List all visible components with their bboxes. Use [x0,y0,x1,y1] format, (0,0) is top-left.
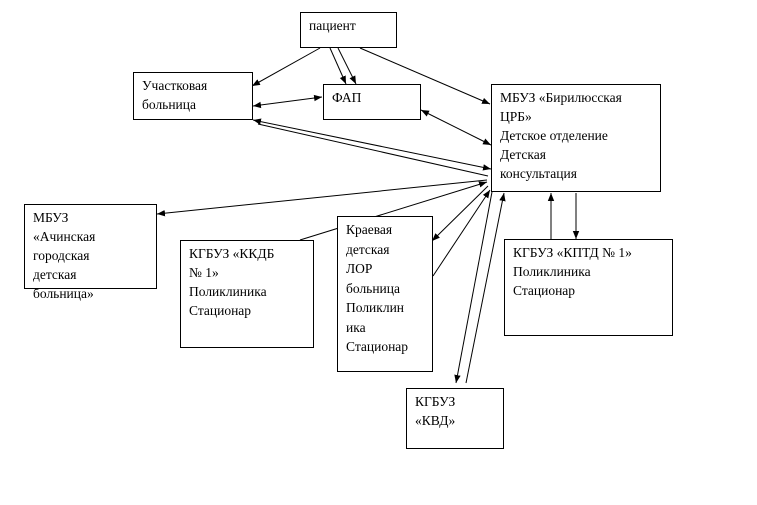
arrow-mbuz-to-lor [431,185,489,242]
node-line: «КВД» [415,413,456,428]
node-line: городская [33,248,90,263]
node-line: МБУЗ «Бирилюсская [500,90,622,105]
node-line: ЦРБ» [500,109,532,124]
node-line: Стационар [189,303,252,318]
node-fap: ФАП [323,84,421,120]
node-line: Детская [500,147,546,162]
node-kgbuz-kvd: КГБУЗ «КВД» [406,388,504,449]
node-line: Поликлин [346,300,405,315]
node-line: Участковая [142,78,208,93]
node-line: больница [346,280,400,296]
arrow-patient-to-fap [337,47,357,85]
node-line: Детское отделение [500,128,608,143]
node-kraevaya-lor-bolnitsa: Краевая детская ЛОР больница Поликлин ик… [337,216,433,372]
node-mbuz-achinskaya: МБУЗ «Ачинская городская детская больниц… [24,204,157,301]
arrow-lor-to-mbuz [432,189,491,277]
node-line: КГБУЗ «ККДБ [189,246,275,261]
arrow-fap-mbuz [420,109,492,146]
node-line: Краевая [346,222,393,237]
node-line: Стационар [346,339,409,354]
node-line: пациент [309,18,356,33]
arrow-kvd-to-mbuz [465,192,506,384]
arrow-patient-to-mbuz [359,47,491,105]
arrow-patient-to-uchastkovaya [251,47,321,87]
arrow-mbuz-to-kvd [454,191,493,384]
node-mbuz-birilyusskaya-crb: МБУЗ «Бирилюсская ЦРБ» Детское отделение… [491,84,661,192]
node-line: больница» [33,286,94,301]
arrow-kkdb-to-mbuz [299,181,488,241]
node-line: Стационар [513,283,576,298]
node-line: ФАП [332,90,362,105]
node-line: «Ачинская [33,229,96,244]
node-uchastkovaya-bolnitsa: Участковая больница [133,72,253,120]
node-line: ика [346,319,366,335]
arrow-uchastkovaya-mbuz [252,118,492,171]
node-line: детская [346,241,390,257]
node-line: ЛОР [346,261,373,276]
node-line: Поликлиника [513,264,591,279]
node-line: Поликлиника [189,284,267,299]
arrow-uchastkovaya-fap [252,94,323,109]
node-line: МБУЗ [33,210,69,225]
node-line: № 1» [189,265,219,280]
node-line: детская [33,267,77,282]
node-line: КГБУЗ [415,394,456,409]
node-kgbuz-kkdb: КГБУЗ «ККДБ № 1» Поликлиника Стационар [180,240,314,348]
arrow-patient-to-fap-2 [329,47,347,85]
arrow-mbuz-to-achinskaya [156,179,488,217]
node-line: КГБУЗ «КПТД № 1» [513,245,632,260]
node-line: больница [142,97,196,112]
node-line: консультация [500,166,577,181]
node-kgbuz-kptd: КГБУЗ «КПТД № 1» Поликлиника Стационар [504,239,673,336]
node-patient: пациент [300,12,397,48]
arrow-uchastkovaya-mbuz-2 [257,123,489,177]
